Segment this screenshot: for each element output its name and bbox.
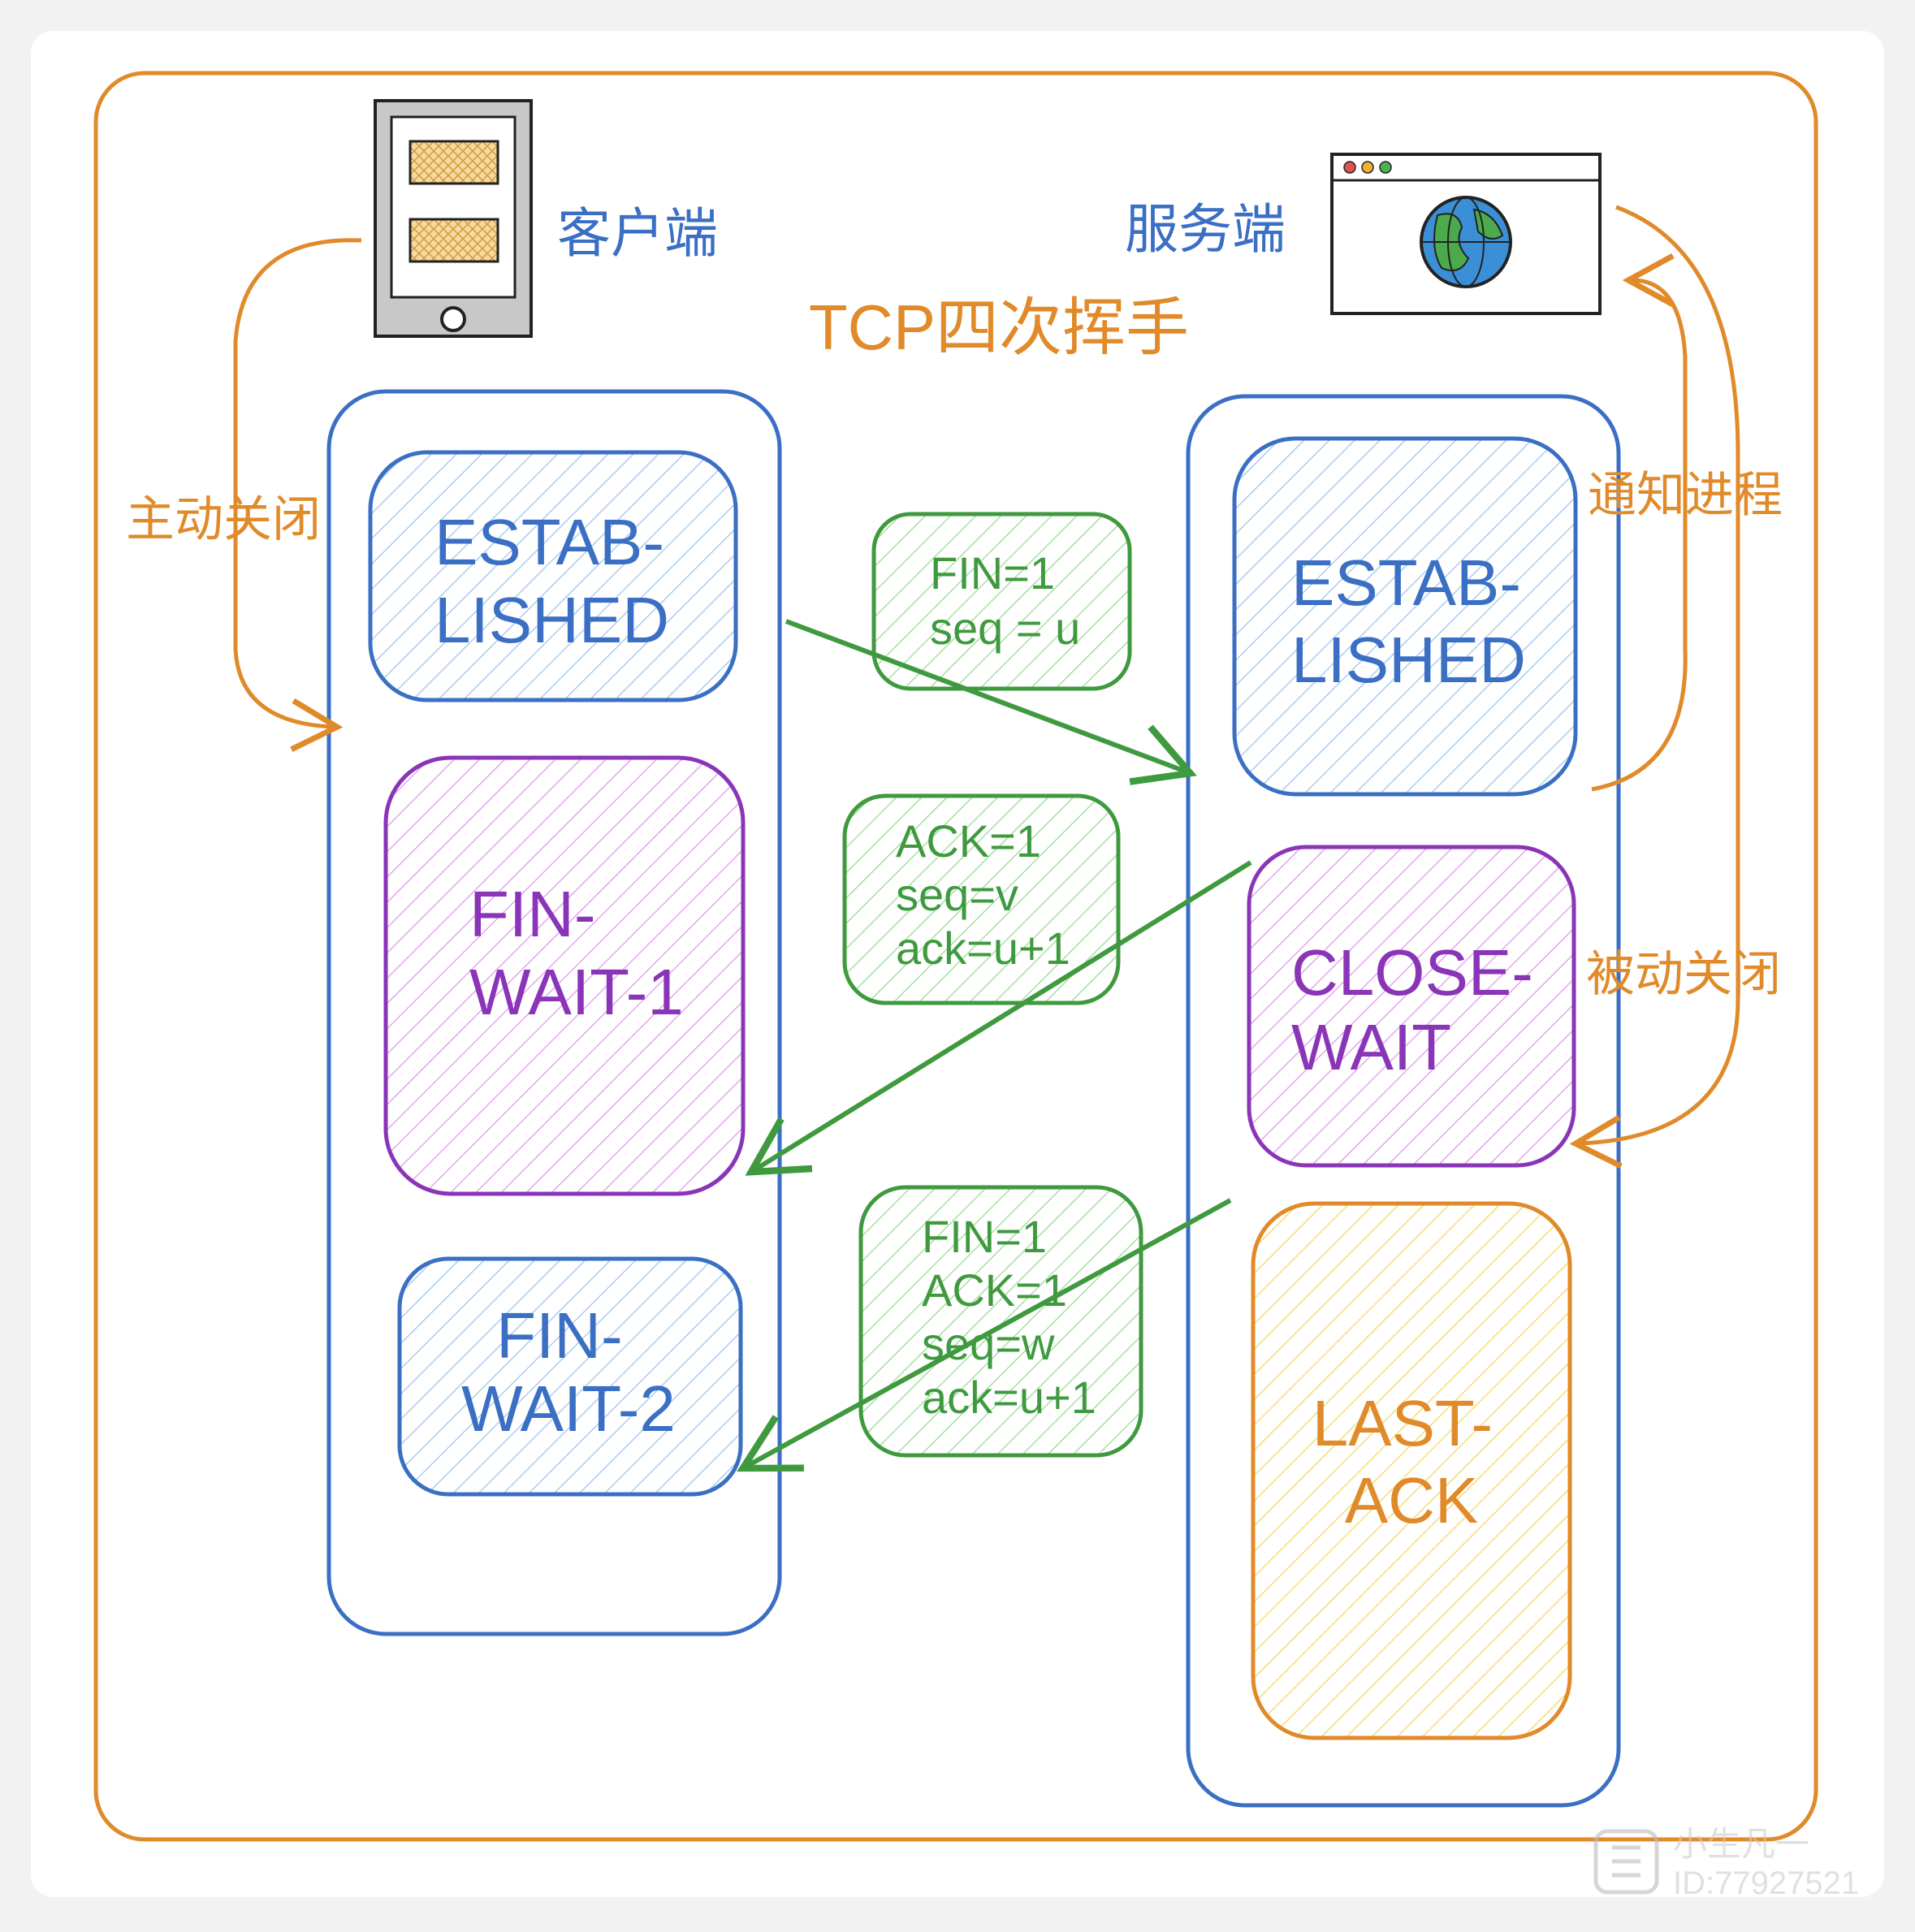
server-state-close-wait: CLOSE- WAIT bbox=[1247, 845, 1576, 1168]
active-close-label: 主动关闭 bbox=[126, 492, 321, 547]
state-line: LAST- bbox=[1312, 1387, 1493, 1459]
state-label: LAST- ACK bbox=[1312, 1387, 1511, 1537]
fin-ack-arrow bbox=[737, 1198, 1232, 1472]
message-line: ack=u+1 bbox=[896, 923, 1070, 974]
message-label: FIN=1 seq = u bbox=[930, 547, 1080, 654]
passive-close-label: 被动关闭 bbox=[1586, 947, 1781, 1001]
message-line: FIN=1 bbox=[922, 1211, 1047, 1262]
state-line: ESTAB- bbox=[1291, 547, 1521, 619]
message-line: FIN=1 bbox=[930, 547, 1055, 599]
state-label: FIN- WAIT-2 bbox=[461, 1299, 676, 1445]
state-line: FIN- bbox=[469, 878, 596, 950]
outer-frame bbox=[93, 71, 1818, 1842]
state-line: FIN- bbox=[496, 1299, 623, 1372]
message-ack: ACK=1 seq=v ack=u+1 bbox=[842, 793, 1121, 1005]
state-label: FIN- WAIT-1 bbox=[469, 878, 684, 1028]
message-fin-ack: FIN=1 ACK=1 seq=w ack=u+1 bbox=[858, 1185, 1143, 1458]
active-close-arrow bbox=[233, 238, 362, 752]
ack-arrow bbox=[745, 860, 1252, 1176]
server-label: 服务端 bbox=[1125, 199, 1286, 259]
message-line: seq=v bbox=[896, 869, 1018, 920]
state-label: ESTAB- LISHED bbox=[1291, 547, 1539, 696]
state-line: WAIT-2 bbox=[461, 1372, 676, 1445]
notify-process-label: 通知进程 bbox=[1588, 468, 1783, 522]
server-state-last-ack: LAST- ACK bbox=[1251, 1201, 1572, 1740]
message-line: ack=u+1 bbox=[922, 1372, 1096, 1423]
state-line: LISHED bbox=[434, 584, 669, 656]
state-line: WAIT bbox=[1291, 1011, 1451, 1083]
watermark-logo-icon bbox=[1593, 1829, 1659, 1895]
message-line: seq=w bbox=[922, 1318, 1055, 1369]
message-label: ACK=1 seq=v ack=u+1 bbox=[896, 815, 1070, 974]
state-label: ESTAB- LISHED bbox=[434, 506, 682, 656]
server-state-established: ESTAB- LISHED bbox=[1232, 436, 1578, 797]
state-line: CLOSE- bbox=[1291, 936, 1533, 1009]
state-line: LISHED bbox=[1291, 624, 1526, 696]
diagram-title: TCP四次挥手 bbox=[809, 292, 1189, 363]
fin-arrow bbox=[785, 619, 1197, 785]
message-label: FIN=1 ACK=1 seq=w ack=u+1 bbox=[922, 1211, 1096, 1423]
client-label: 客户端 bbox=[557, 203, 718, 263]
state-line: WAIT-1 bbox=[469, 956, 684, 1028]
watermark-name: 小生凡一 bbox=[1673, 1825, 1809, 1863]
client-state-fin-wait-1: FIN- WAIT-1 bbox=[383, 755, 746, 1196]
message-line: ACK=1 bbox=[922, 1264, 1067, 1316]
passive-close-arrow bbox=[1569, 205, 1740, 1169]
client-column bbox=[326, 389, 782, 1636]
message-line: ACK=1 bbox=[896, 815, 1041, 867]
watermark-id: ID:77927521 bbox=[1673, 1865, 1859, 1901]
client-state-established: ESTAB- LISHED bbox=[368, 450, 738, 702]
browser-globe-icon bbox=[1330, 153, 1602, 315]
state-line: ESTAB- bbox=[434, 506, 664, 578]
message-fin: FIN=1 seq = u bbox=[871, 512, 1132, 691]
watermark: 小生凡一 ID:77927521 bbox=[1593, 1825, 1859, 1901]
notify-process-arrow bbox=[1591, 253, 1688, 792]
state-label: CLOSE- WAIT bbox=[1291, 936, 1551, 1083]
server-column bbox=[1186, 394, 1621, 1808]
client-state-fin-wait-2: FIN- WAIT-2 bbox=[397, 1256, 743, 1497]
message-line: seq = u bbox=[930, 603, 1080, 654]
state-line: ACK bbox=[1345, 1464, 1479, 1537]
phone-icon bbox=[374, 99, 533, 338]
